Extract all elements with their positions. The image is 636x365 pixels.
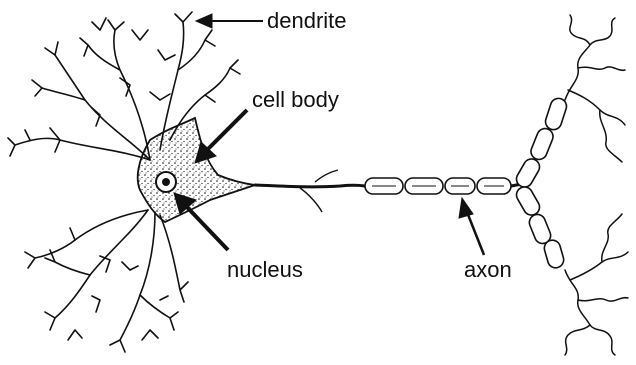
nucleus-arrow — [185, 205, 228, 250]
annotation-arrows — [174, 14, 484, 255]
cell-body-arrow — [207, 110, 247, 150]
axon-arrow — [467, 212, 484, 255]
axon-initial-segment — [255, 185, 365, 187]
dendrite-label: dendrite — [267, 10, 347, 32]
cell-body-shape — [138, 118, 255, 222]
nucleus-label: nucleus — [227, 259, 303, 281]
cell-body-label: cell body — [252, 89, 339, 111]
axon-terminals — [565, 15, 628, 355]
axon-label: axon — [464, 259, 512, 281]
myelin-sheath — [365, 178, 511, 194]
